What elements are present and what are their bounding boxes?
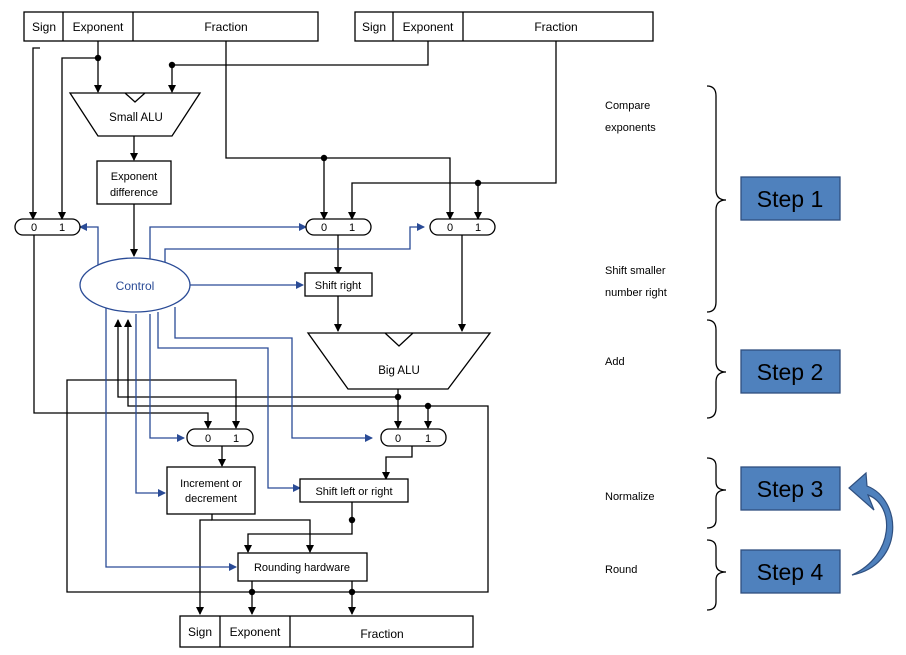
rounding-hardware-box: Rounding hardware xyxy=(237,552,368,582)
mux-exponent-select: 0 1 xyxy=(14,218,81,236)
svg-text:Big ALU: Big ALU xyxy=(378,365,420,377)
svg-text:Step 2: Step 2 xyxy=(757,359,824,385)
fraction-field-label: Fraction xyxy=(204,20,247,34)
fraction-field-label: Fraction xyxy=(360,627,403,641)
svg-text:0: 0 xyxy=(31,222,37,234)
data-wires xyxy=(29,41,557,615)
exponent-difference-box: Exponent difference xyxy=(96,160,172,205)
exponent-field-label: Exponent xyxy=(230,625,281,639)
mux-exponent-result: 0 1 xyxy=(186,428,254,447)
svg-text:Small ALU: Small ALU xyxy=(109,112,163,124)
svg-text:Shift left or right: Shift left or right xyxy=(315,486,392,498)
left-input-register: Sign Exponent Fraction xyxy=(23,11,319,42)
shift-label-line2: number right xyxy=(605,287,667,299)
svg-text:1: 1 xyxy=(349,222,355,234)
svg-text:0: 0 xyxy=(205,433,211,445)
svg-text:Shift right: Shift right xyxy=(315,280,361,292)
mux-shift-select: 0 1 xyxy=(305,218,372,236)
exponent-field-label: Exponent xyxy=(403,20,454,34)
svg-text:Step 4: Step 4 xyxy=(757,559,824,585)
sign-field-label: Sign xyxy=(188,625,212,639)
fraction-field-label: Fraction xyxy=(534,20,577,34)
svg-text:1: 1 xyxy=(425,433,431,445)
stage-labels: Compare exponents Shift smaller number r… xyxy=(605,100,667,576)
normalize-label: Normalize xyxy=(605,491,655,503)
shift-label-line1: Shift smaller xyxy=(605,265,666,277)
loop-back-arrow-icon xyxy=(848,471,894,576)
control-wires xyxy=(79,223,425,571)
big-alu: Big ALU xyxy=(306,332,492,390)
mux-add-select: 0 1 xyxy=(429,218,496,236)
stage-braces xyxy=(706,85,727,611)
svg-text:Control: Control xyxy=(116,279,155,293)
small-alu: Small ALU xyxy=(68,92,202,137)
increment-decrement-box: Increment or decrement xyxy=(166,466,256,515)
svg-text:Rounding hardware: Rounding hardware xyxy=(254,562,350,574)
add-label: Add xyxy=(605,356,625,368)
svg-text:0: 0 xyxy=(447,222,453,234)
exponent-field-label: Exponent xyxy=(73,20,124,34)
svg-text:Step 3: Step 3 xyxy=(757,476,824,502)
compare-label-line1: Compare xyxy=(605,100,650,112)
svg-text:1: 1 xyxy=(59,222,65,234)
svg-text:Exponent: Exponent xyxy=(111,171,157,183)
svg-text:0: 0 xyxy=(395,433,401,445)
svg-text:1: 1 xyxy=(475,222,481,234)
step-2-box: Step 2 xyxy=(740,349,841,394)
svg-text:Increment or: Increment or xyxy=(180,478,242,490)
step-1-box: Step 1 xyxy=(740,176,841,221)
sign-field-label: Sign xyxy=(32,20,56,34)
round-label: Round xyxy=(605,564,637,576)
shift-right-box: Shift right xyxy=(304,272,373,297)
mux-fraction-result: 0 1 xyxy=(380,428,447,447)
control-unit: Control xyxy=(79,257,191,313)
sign-field-label: Sign xyxy=(362,20,386,34)
step-boxes: Step 1 Step 2 Step 3 Step 4 xyxy=(740,176,841,594)
shift-left-right-box: Shift left or right xyxy=(299,478,409,503)
svg-text:0: 0 xyxy=(321,222,327,234)
result-register: Sign Exponent Fraction xyxy=(179,615,474,648)
compare-label-line2: exponents xyxy=(605,122,656,134)
svg-text:decrement: decrement xyxy=(185,493,237,505)
step-4-box: Step 4 xyxy=(740,549,841,594)
junction-dots xyxy=(94,54,482,596)
svg-text:Step 1: Step 1 xyxy=(757,186,824,212)
svg-text:difference: difference xyxy=(110,187,158,199)
step-3-box: Step 3 xyxy=(740,466,841,511)
svg-text:1: 1 xyxy=(233,433,239,445)
right-input-register: Sign Exponent Fraction xyxy=(354,11,654,42)
